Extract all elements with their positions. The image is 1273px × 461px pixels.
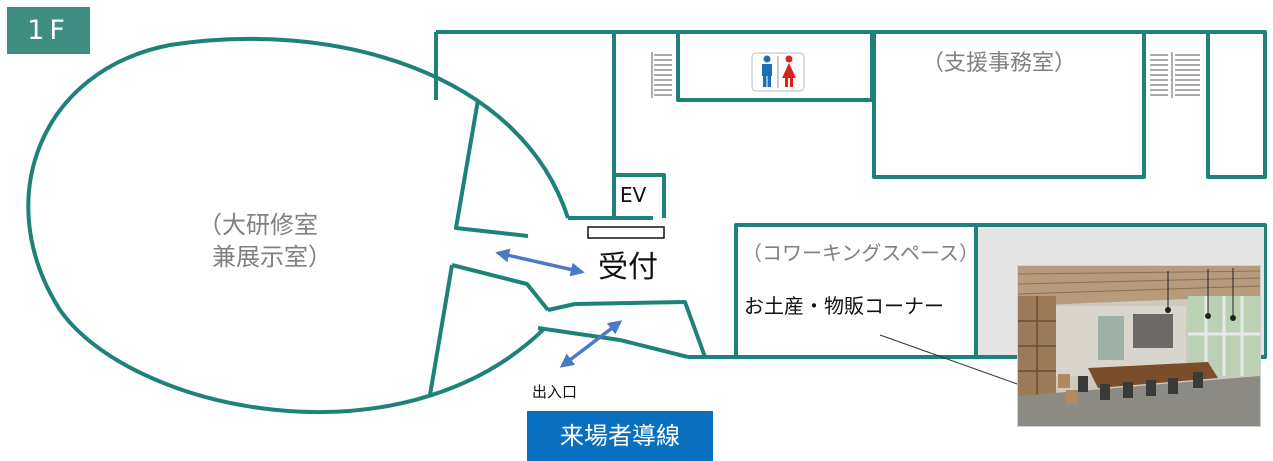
- entrance-room-lower: [537, 326, 689, 359]
- coworking-photo: [1017, 265, 1261, 427]
- large-room-label-1: （大研修室: [198, 211, 318, 239]
- souvenir-corner-label: お土産・物販コーナー: [744, 294, 944, 318]
- large-room-lower-wall: [428, 264, 454, 396]
- reception-counter: [587, 226, 665, 239]
- large-room-label-2: 兼展示室）: [212, 243, 332, 271]
- right-room: [1206, 32, 1265, 179]
- visitor-route-legend: 来場者導線: [527, 411, 713, 461]
- entrance-label: 出入口: [532, 383, 578, 401]
- photo-leader-line: [879, 334, 1021, 386]
- elevator-box: [614, 173, 666, 218]
- large-room-wedge-upper: [454, 99, 529, 238]
- double-arrow-icon: [559, 320, 623, 368]
- entrance-room: [547, 300, 707, 358]
- coworking-photo-image: [1018, 266, 1260, 426]
- floor-badge: 1F: [7, 7, 90, 54]
- support-office-room: [872, 32, 1146, 179]
- stairs-icon: [651, 52, 672, 98]
- elevator-label: EV: [620, 183, 647, 207]
- coworking-label: （コワーキングスペース）: [742, 241, 979, 265]
- reception-label: 受付: [598, 250, 658, 285]
- large-room-wedge-lower: [451, 263, 550, 312]
- support-office-label: （支援事務室）: [922, 51, 1077, 76]
- double-arrow-icon: [495, 248, 585, 277]
- large-room-outline: [26, 36, 570, 414]
- building-outline: [434, 30, 1267, 220]
- restroom-icon: [751, 52, 805, 92]
- stairs-icon: [1150, 52, 1200, 98]
